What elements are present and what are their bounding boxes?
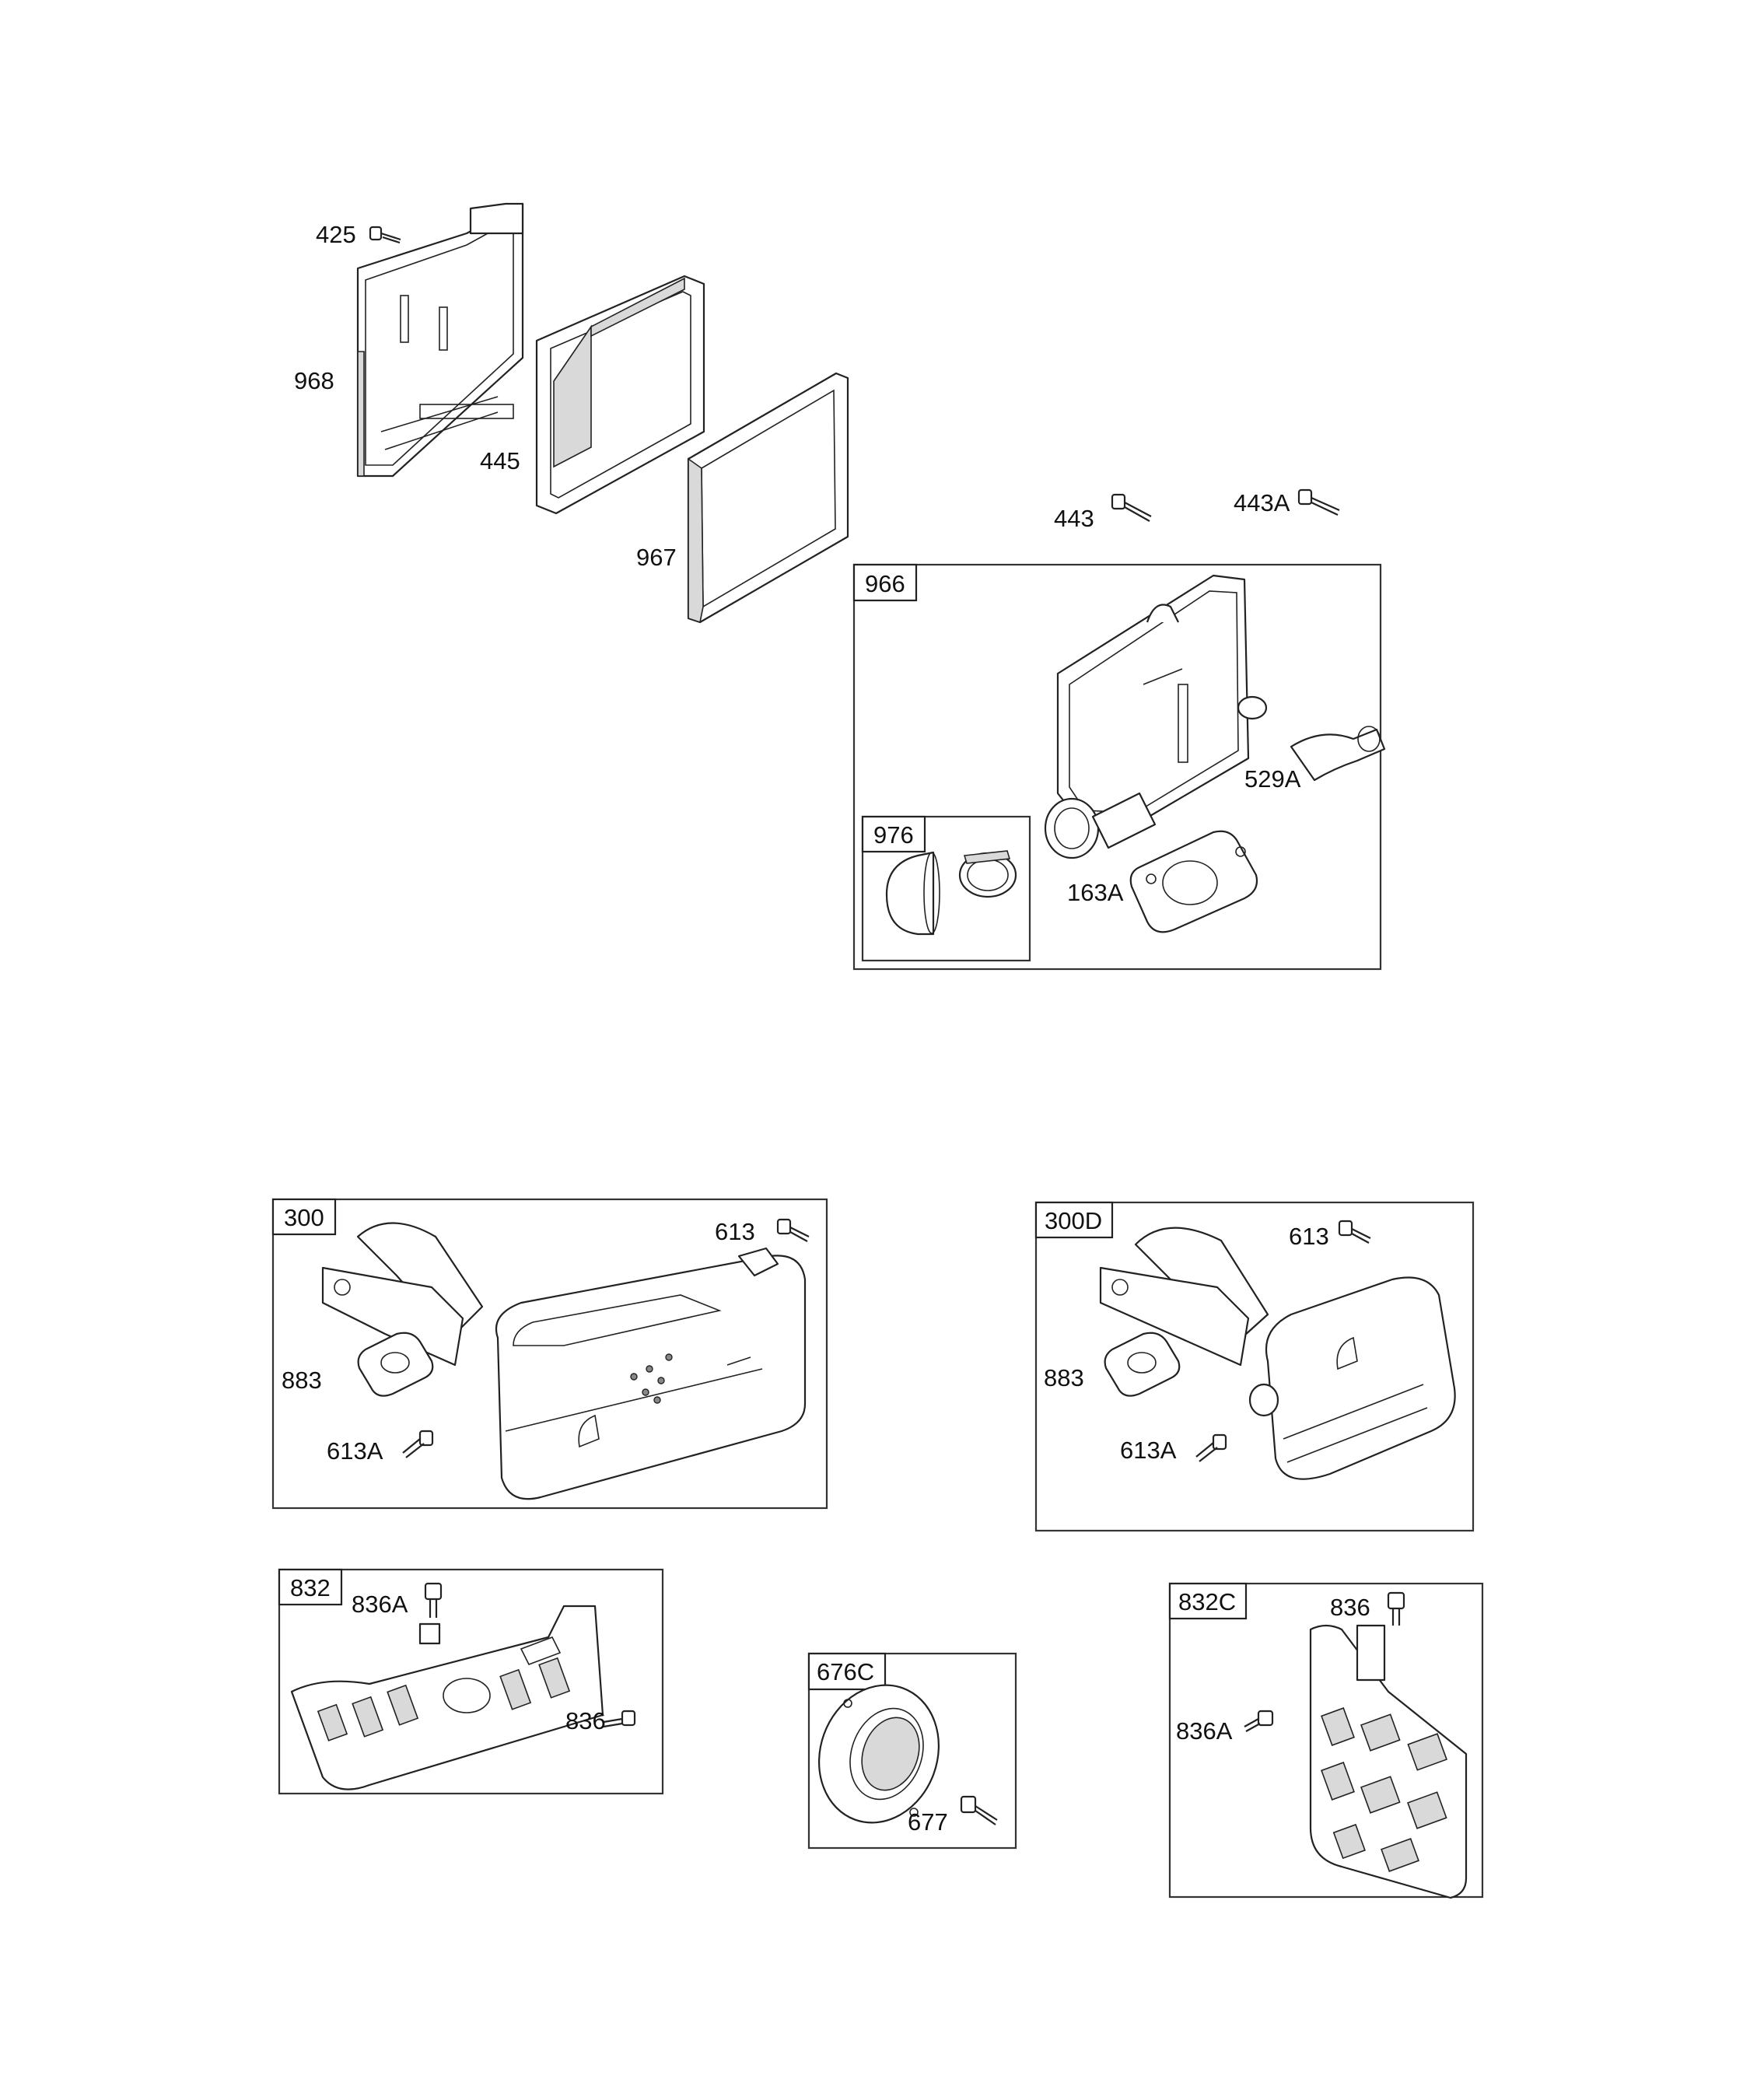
- screw-613A-a: [402, 1430, 434, 1458]
- breather-tube-529A: [1290, 726, 1386, 782]
- screw-836A-a: [424, 1582, 443, 1618]
- gasket-883-b: [1104, 1332, 1181, 1397]
- callout-968: 968: [294, 367, 334, 394]
- group-box-966: [852, 563, 1382, 971]
- screw-836-b: [1387, 1591, 1405, 1626]
- callout-836-b: 836: [1330, 1594, 1370, 1621]
- callout-836A-b: 836A: [1176, 1717, 1233, 1745]
- muffler-guard-832C: [1309, 1624, 1468, 1899]
- screw-613A-b: [1195, 1433, 1227, 1462]
- screw-425: [369, 226, 401, 244]
- callout-883-b: 883: [1044, 1364, 1084, 1391]
- screw-677: [960, 1795, 998, 1825]
- callout-966: 966: [865, 570, 905, 597]
- muffler-300D: [1099, 1227, 1456, 1480]
- tag-976: [861, 815, 926, 853]
- muffler-guard-832: [290, 1605, 604, 1790]
- muffler-300: [321, 1222, 807, 1500]
- screw-443: [1111, 493, 1152, 522]
- gasket-883-a: [357, 1332, 434, 1397]
- tag-832: [278, 1568, 343, 1606]
- callout-425: 425: [316, 221, 356, 248]
- callout-529A: 529A: [1244, 765, 1301, 793]
- callout-883-a: 883: [282, 1367, 322, 1394]
- intake-parts-976: [885, 850, 1017, 936]
- callout-445: 445: [480, 447, 520, 474]
- callout-967: 967: [636, 544, 677, 571]
- group-box-676C: [807, 1652, 1017, 1850]
- callout-976: 976: [873, 821, 914, 849]
- screw-443A: [1297, 488, 1340, 516]
- group-box-832: [278, 1568, 664, 1795]
- air-cleaner-housing: [1044, 574, 1268, 859]
- group-box-300D: [1034, 1201, 1475, 1532]
- callout-832C: 832C: [1178, 1588, 1236, 1615]
- pre-cleaner-445: [535, 275, 705, 515]
- callout-300D: 300D: [1045, 1207, 1102, 1234]
- screw-613-b: [1338, 1220, 1371, 1244]
- filter-element-967: [687, 372, 849, 624]
- tag-832C: [1168, 1582, 1248, 1620]
- gasket-163A: [1129, 830, 1258, 933]
- callout-163A: 163A: [1067, 879, 1124, 906]
- callout-613-b: 613: [1289, 1223, 1329, 1250]
- screw-836-a: [603, 1710, 636, 1728]
- callout-836-a: 836: [565, 1707, 606, 1734]
- screw-613-a: [776, 1218, 810, 1242]
- callout-613A-b: 613A: [1120, 1437, 1177, 1464]
- callout-443A: 443A: [1234, 489, 1290, 516]
- tag-676C: [807, 1652, 887, 1691]
- callout-300: 300: [284, 1204, 324, 1231]
- callout-832: 832: [290, 1574, 331, 1601]
- callout-677: 677: [908, 1808, 948, 1836]
- callout-613A-a: 613A: [327, 1437, 383, 1465]
- callout-613-a: 613: [715, 1218, 755, 1245]
- group-box-300: [271, 1198, 828, 1510]
- callout-443: 443: [1054, 505, 1094, 532]
- callout-676C: 676C: [817, 1658, 874, 1685]
- exhaust-deflector-676C: [817, 1684, 940, 1824]
- air-cleaner-base-968: [356, 202, 524, 478]
- tag-300: [271, 1198, 337, 1236]
- callout-836A-a: 836A: [352, 1591, 408, 1618]
- group-box-976: [861, 815, 1031, 962]
- tag-966: [852, 563, 918, 602]
- screw-836A-b: [1244, 1710, 1274, 1732]
- tag-300D: [1034, 1201, 1114, 1239]
- group-box-832C: [1168, 1582, 1484, 1899]
